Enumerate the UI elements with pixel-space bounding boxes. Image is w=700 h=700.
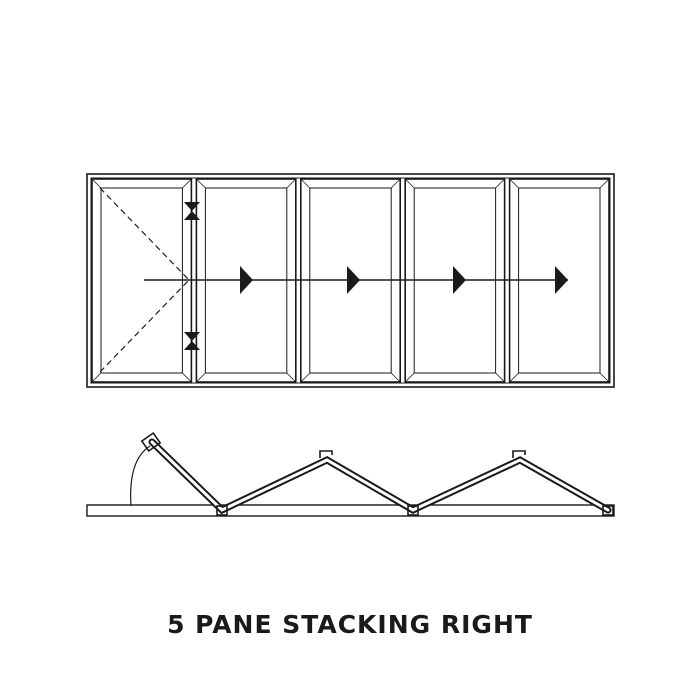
diagram-caption: 5 PANE STACKING RIGHT — [167, 610, 533, 639]
swing-arc — [130, 445, 151, 507]
arrow-icon — [555, 266, 568, 294]
handle-icon — [319, 450, 333, 458]
hinge-icon — [184, 202, 200, 220]
handle-icon — [140, 431, 162, 453]
swing-indicator — [99, 187, 190, 373]
elevation-view — [86, 173, 615, 388]
arrow-icon — [240, 266, 253, 294]
plan-view — [86, 431, 615, 517]
arrow-icon — [453, 266, 466, 294]
handle-icon — [512, 450, 526, 458]
arrow-icon — [347, 266, 360, 294]
floor-track — [86, 504, 615, 517]
hinge-icon — [184, 332, 200, 350]
outer-frame — [86, 173, 615, 388]
